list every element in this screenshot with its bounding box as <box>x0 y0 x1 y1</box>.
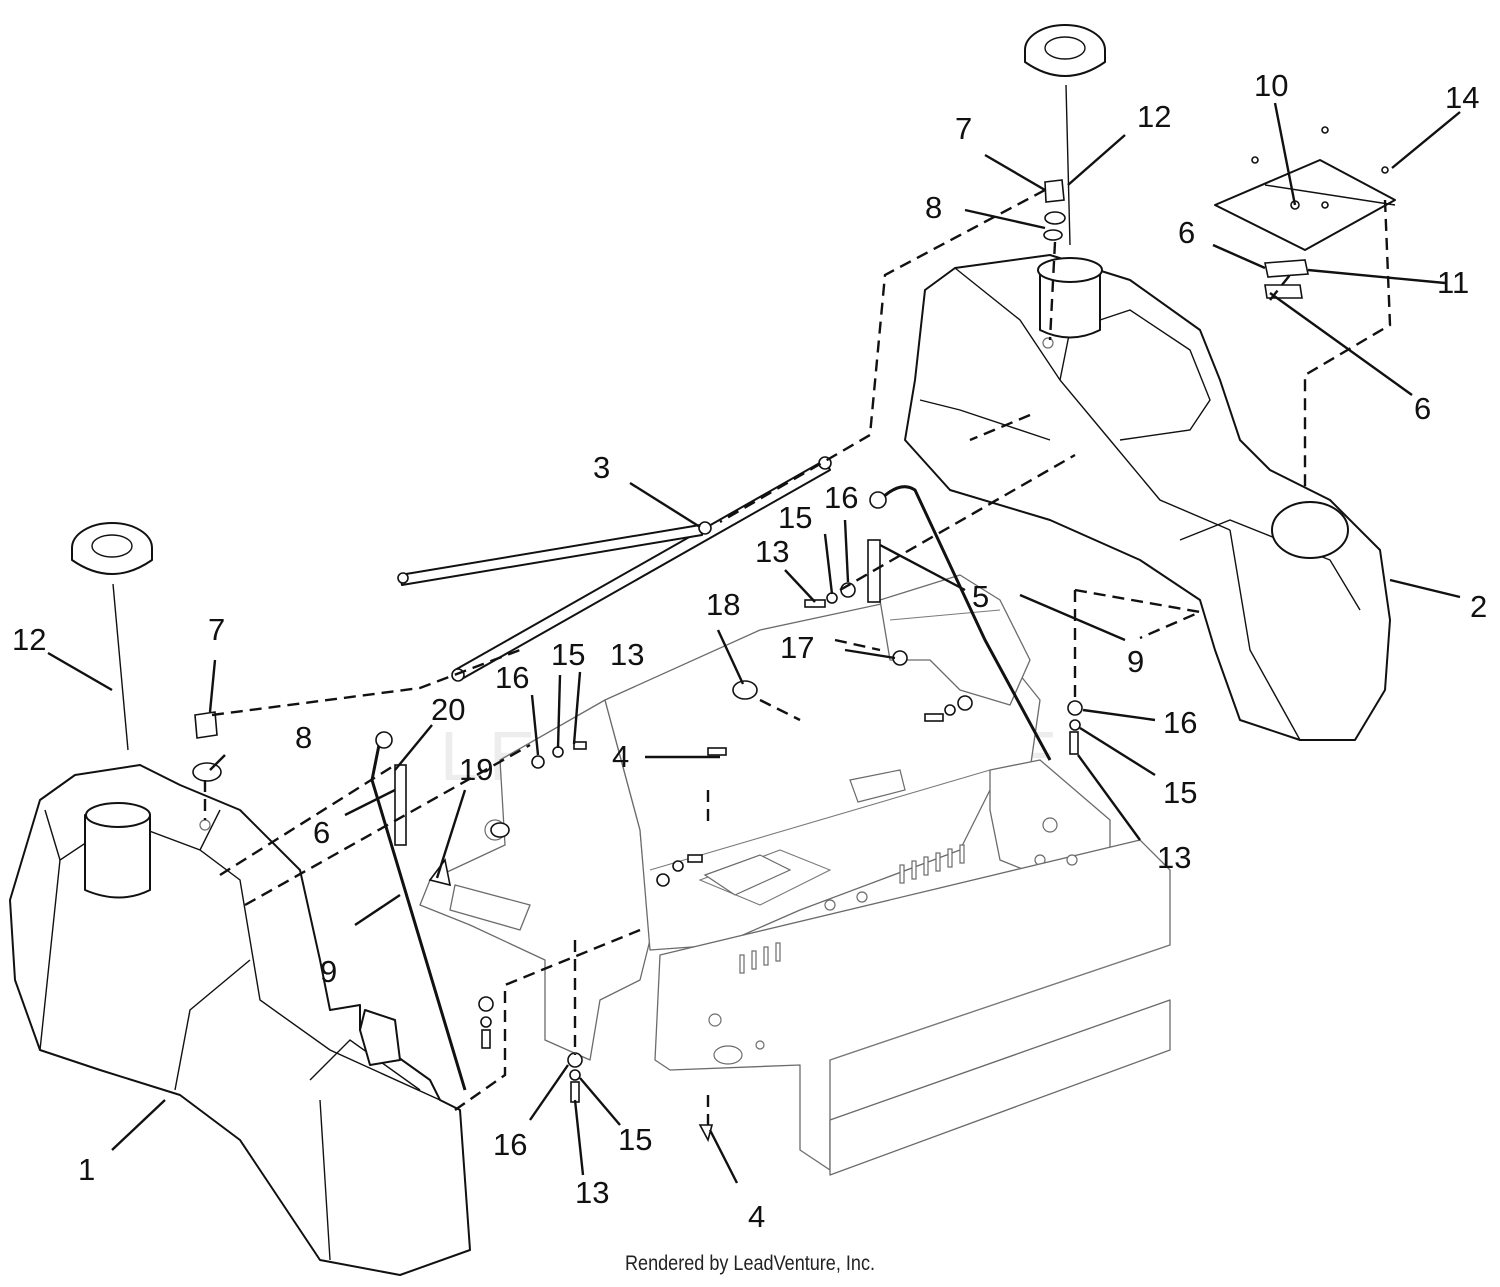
callout-4: 4 <box>612 739 629 774</box>
fuel-lines <box>370 456 1052 1091</box>
leader-lines <box>47 102 1461 1184</box>
callout-15: 15 <box>618 1122 652 1157</box>
callout-6: 6 <box>1414 391 1431 426</box>
callout-16: 16 <box>493 1127 527 1162</box>
callout-13: 13 <box>610 637 644 672</box>
callout-6: 6 <box>313 815 330 850</box>
chassis-frame <box>419 574 1171 1176</box>
callout-15: 15 <box>1163 775 1197 810</box>
callout-13: 13 <box>755 534 789 569</box>
callout-16: 16 <box>495 660 529 695</box>
callout-16: 16 <box>824 480 858 515</box>
hardware <box>478 582 1083 1143</box>
callout-7: 7 <box>208 612 225 647</box>
callout-5: 5 <box>972 579 989 614</box>
callout-13: 13 <box>575 1175 609 1210</box>
mount-bracket <box>1214 126 1396 299</box>
callout-3: 3 <box>593 450 610 485</box>
callout-14: 14 <box>1445 80 1479 115</box>
callout-18: 18 <box>706 587 740 622</box>
callout-7: 7 <box>955 111 972 146</box>
callout-labels: 1 2 3 4 4 5 6 6 6 7 7 8 8 9 9 10 11 12 1… <box>12 68 1487 1234</box>
callout-16: 16 <box>1163 705 1197 740</box>
callout-9: 9 <box>1127 644 1144 679</box>
callout-15: 15 <box>551 637 585 672</box>
callout-15: 15 <box>778 500 812 535</box>
fittings <box>192 179 1066 782</box>
callout-4: 4 <box>748 1199 765 1234</box>
callout-20: 20 <box>431 692 465 727</box>
fuel-tank-left <box>9 764 471 1276</box>
render-credit: Rendered by LeadVenture, Inc. <box>624 1252 876 1275</box>
callout-13: 13 <box>1157 840 1191 875</box>
callout-1: 1 <box>78 1152 95 1187</box>
callout-12: 12 <box>12 622 46 657</box>
callout-6: 6 <box>1178 215 1195 250</box>
fuel-cap-right <box>1024 24 1106 246</box>
callout-9: 9 <box>320 954 337 989</box>
callout-2: 2 <box>1470 589 1487 624</box>
callout-17: 17 <box>780 630 814 665</box>
callout-10: 10 <box>1254 68 1288 103</box>
callout-8: 8 <box>295 720 312 755</box>
callout-11: 11 <box>1437 265 1469 300</box>
callout-8: 8 <box>925 190 942 225</box>
fuel-cap-left <box>71 522 153 751</box>
callout-19: 19 <box>459 752 493 787</box>
callout-12: 12 <box>1137 99 1171 134</box>
fuel-tank-right <box>904 254 1391 741</box>
